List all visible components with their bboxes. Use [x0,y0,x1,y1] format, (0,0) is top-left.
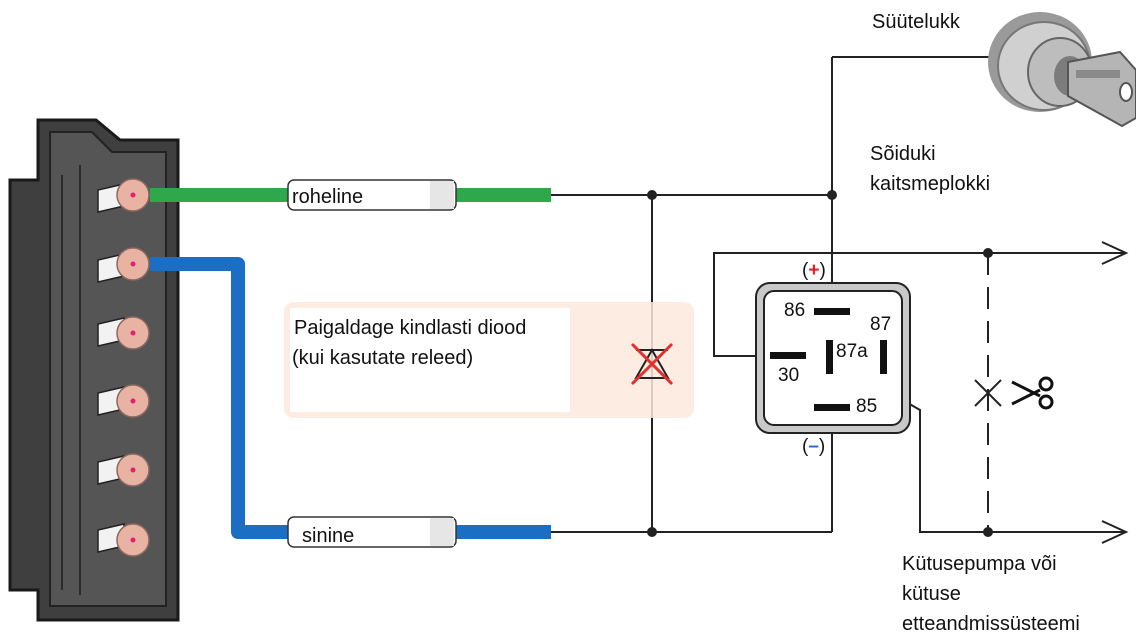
arrow-bottom [1101,520,1129,544]
relay-plus-label: (+) [802,260,826,281]
relay-blade-87 [880,340,887,374]
pump-label-line1: Kütusepumpa või [902,553,1057,575]
output-arrows [1101,241,1129,544]
pin-5 [97,453,150,487]
junction-dots [647,190,993,537]
blue-wire [150,257,551,539]
blue-wire-label: sinine [287,516,457,548]
cross-mark-icon [974,379,1002,407]
minus-sign: – [808,436,819,457]
connector-pins [97,178,150,557]
relay-pin-85: 85 [856,396,877,417]
pin-1 [97,178,150,213]
fuse-label-line1: Sõiduki [870,143,936,165]
relay-blade-87a [826,340,833,374]
relay-blade-30 [770,352,806,359]
arrow-top [1101,241,1129,265]
diode-cross-icon [630,342,674,386]
relay-pin-87a: 87a [836,341,868,362]
relay-minus-label: (–) [802,436,825,457]
ignition-key-icon [988,12,1136,128]
blue-wire-text: sinine [302,525,354,547]
pin-4 [97,384,150,418]
pump-label-line3: etteandmissüsteemi [902,613,1080,635]
relay-blade-86 [814,308,850,315]
fuse-label-line2: kaitsmeplokki [870,173,990,195]
relay-pin-87: 87 [870,314,891,335]
diode-note-line1: Paigaldage kindlasti diood [294,317,526,339]
green-wire-label: roheline [287,179,457,211]
diode-note-line2: (kui kasutate releed) [292,347,473,369]
circuit-lines [551,56,1125,533]
plus-sign: + [808,260,819,281]
relay-pin-86: 86 [784,300,805,321]
scissors-icon [1011,376,1054,410]
relay-blade-85 [814,404,850,411]
green-wire [150,188,551,202]
diode-symbol [630,342,674,386]
pin-3 [97,316,150,350]
connector-ridges [61,165,81,595]
pin-6 [97,523,150,557]
relay-pin-30: 30 [778,365,799,386]
relay: 86 87 87a 30 85 (+) (–) [755,260,911,457]
pump-label-line2: kütuse [902,583,961,605]
pin-2 [97,247,150,283]
diode-note-box: Paigaldage kindlasti diood (kui kasutate… [284,302,694,418]
green-wire-text: roheline [292,186,363,208]
ignition-label: Süütelukk [872,11,961,33]
